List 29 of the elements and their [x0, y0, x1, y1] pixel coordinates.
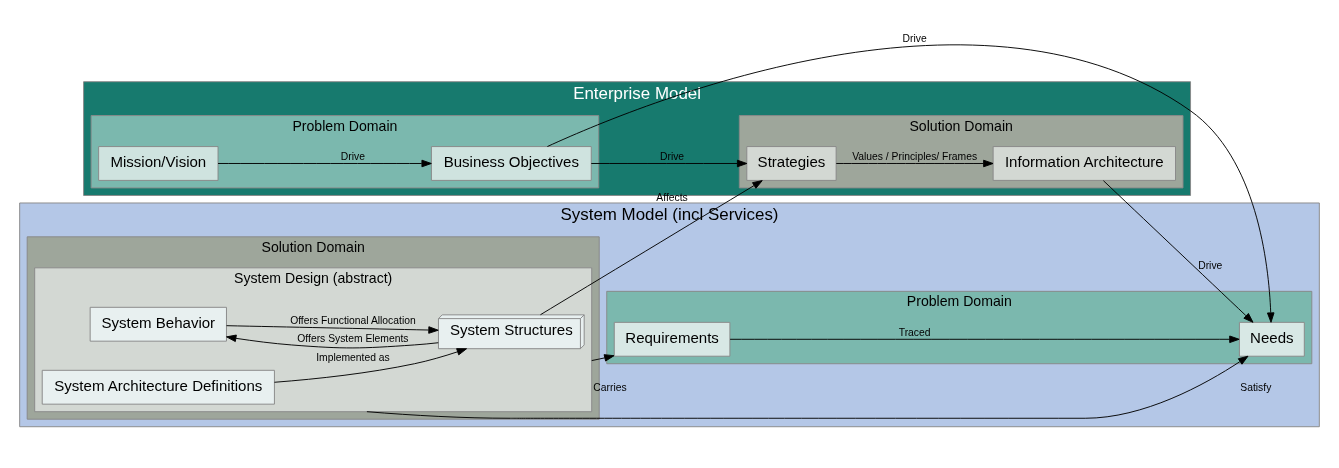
edge-label: Satisfy — [1240, 381, 1272, 393]
arrow — [366, 355, 1249, 419]
arrow — [217, 159, 432, 168]
edge-label: Drive — [1198, 259, 1223, 271]
arrow — [835, 159, 994, 168]
arrow — [226, 325, 439, 334]
arrow — [273, 348, 468, 383]
edge-label: Carries — [593, 382, 627, 393]
edge-label: Traced — [898, 327, 931, 339]
node-box: Needs — [1238, 321, 1305, 357]
edge-label: Drive — [902, 33, 927, 45]
edge-label: Implemented as — [316, 351, 390, 363]
arrow — [729, 335, 1240, 344]
edge-label: Offers Functional Allocation — [290, 315, 416, 327]
node-box: System Behavior — [89, 306, 227, 342]
edge-label: Drive — [340, 151, 365, 163]
node-box: System Architecture Definitions — [41, 369, 275, 405]
node-box: Business Objectives — [430, 146, 592, 181]
arrow — [540, 180, 763, 316]
node-box: Requirements — [613, 321, 731, 357]
edge-label: Drive — [660, 151, 685, 163]
node-box: Strategies — [746, 146, 837, 181]
arrow — [226, 334, 439, 349]
edge-label: Offers System Elements — [297, 332, 409, 344]
edge-label: Values / Principles/ Frames — [852, 151, 978, 163]
node-box: Mission/Vision — [98, 146, 219, 181]
arrow — [590, 159, 748, 168]
node-box: Information Architecture — [992, 146, 1176, 181]
arrow — [591, 354, 615, 362]
